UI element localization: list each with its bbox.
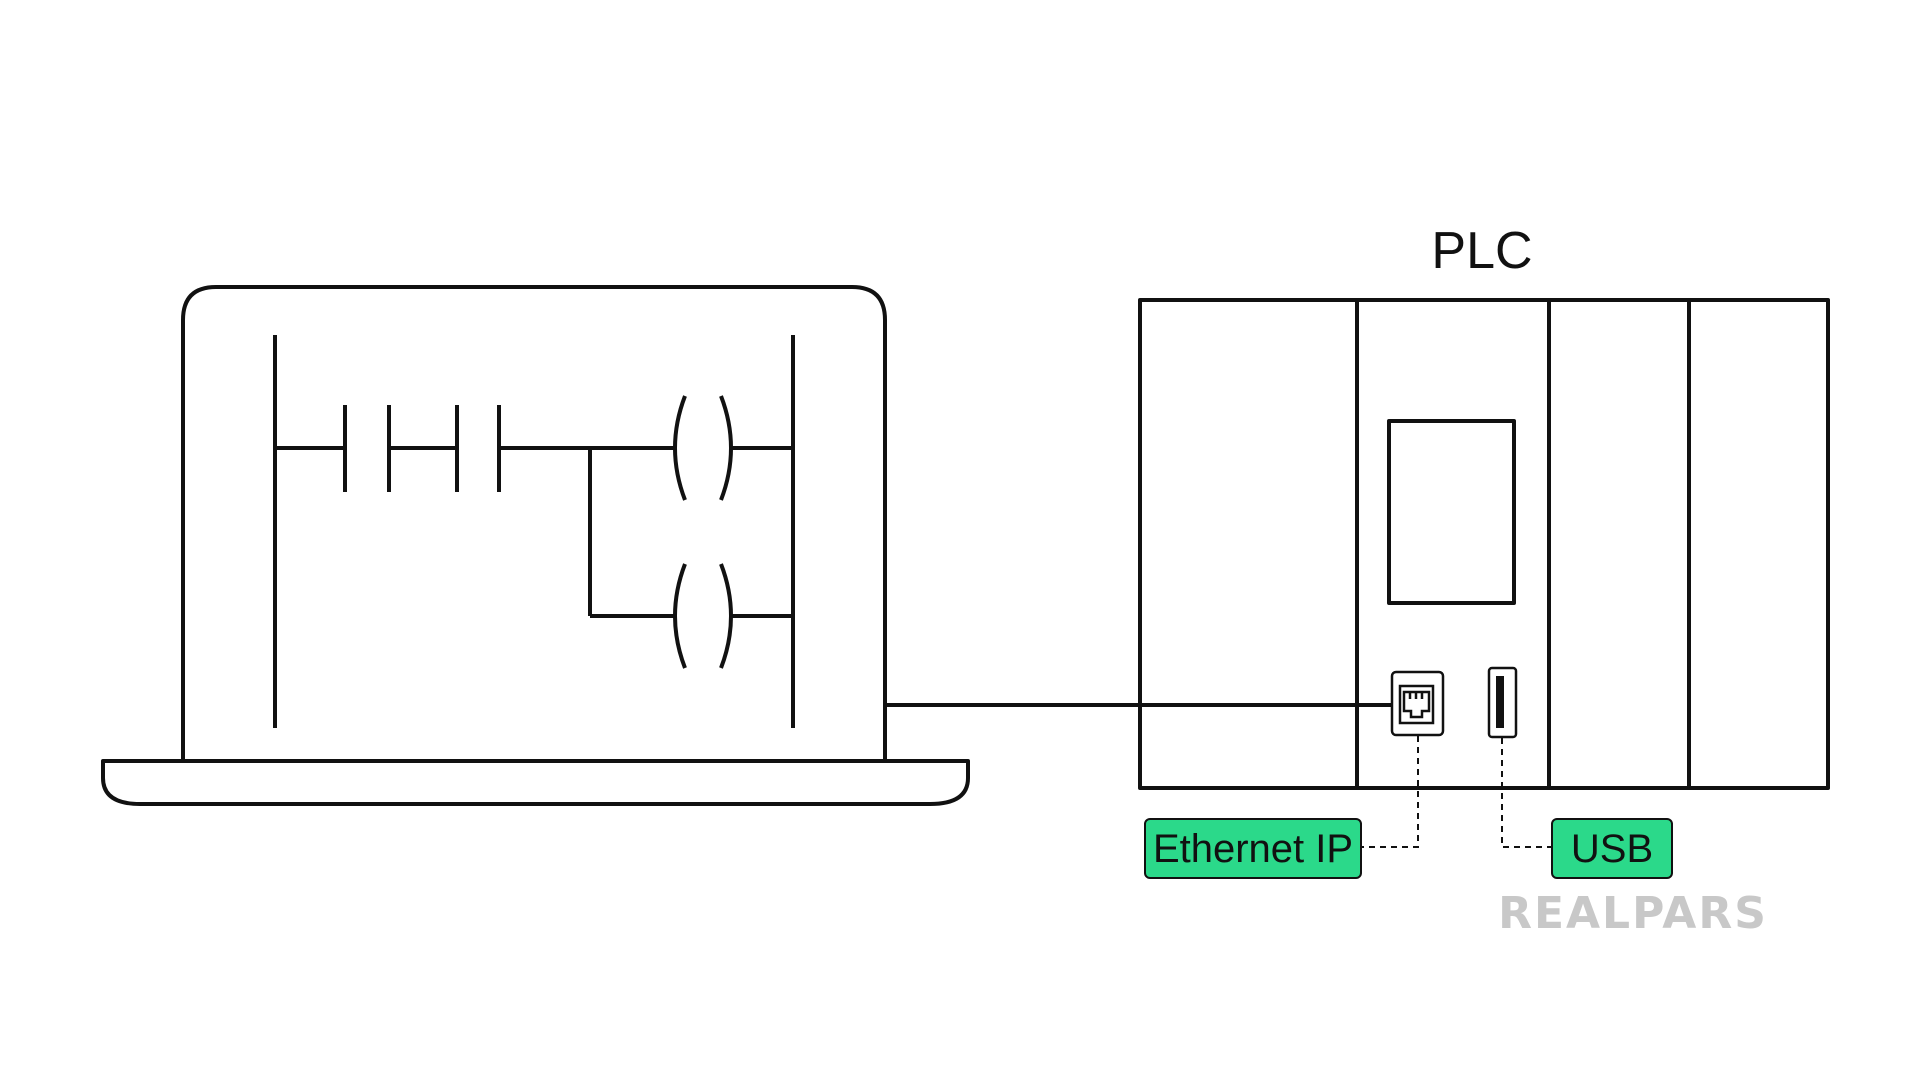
- plc-display: [1387, 419, 1516, 605]
- usb-leader-line: [1501, 738, 1551, 848]
- plc-title: PLC: [1431, 222, 1532, 280]
- laptop-base: [101, 759, 970, 806]
- coil-1-left: [673, 395, 687, 501]
- laptop-icon: [101, 285, 970, 806]
- coil-2-left: [673, 563, 687, 669]
- coil-1-right: [719, 395, 733, 501]
- ethernet-port-icon: [1390, 670, 1445, 737]
- coil-2-right: [719, 563, 733, 669]
- ethernet-leader-line: [1362, 736, 1419, 848]
- realpars-logo: REALPARS: [1498, 888, 1768, 939]
- usb-label: USB: [1551, 818, 1673, 879]
- ethernet-label-text: Ethernet IP: [1153, 827, 1353, 871]
- ladder-diagram: [273, 335, 795, 728]
- plc-outline: [1138, 298, 1830, 790]
- plc-rack: [1138, 298, 1830, 790]
- usb-label-text: USB: [1571, 827, 1653, 871]
- ethernet-label: Ethernet IP: [1144, 818, 1362, 879]
- usb-port-icon: [1487, 666, 1518, 739]
- laptop-screen: [181, 285, 887, 761]
